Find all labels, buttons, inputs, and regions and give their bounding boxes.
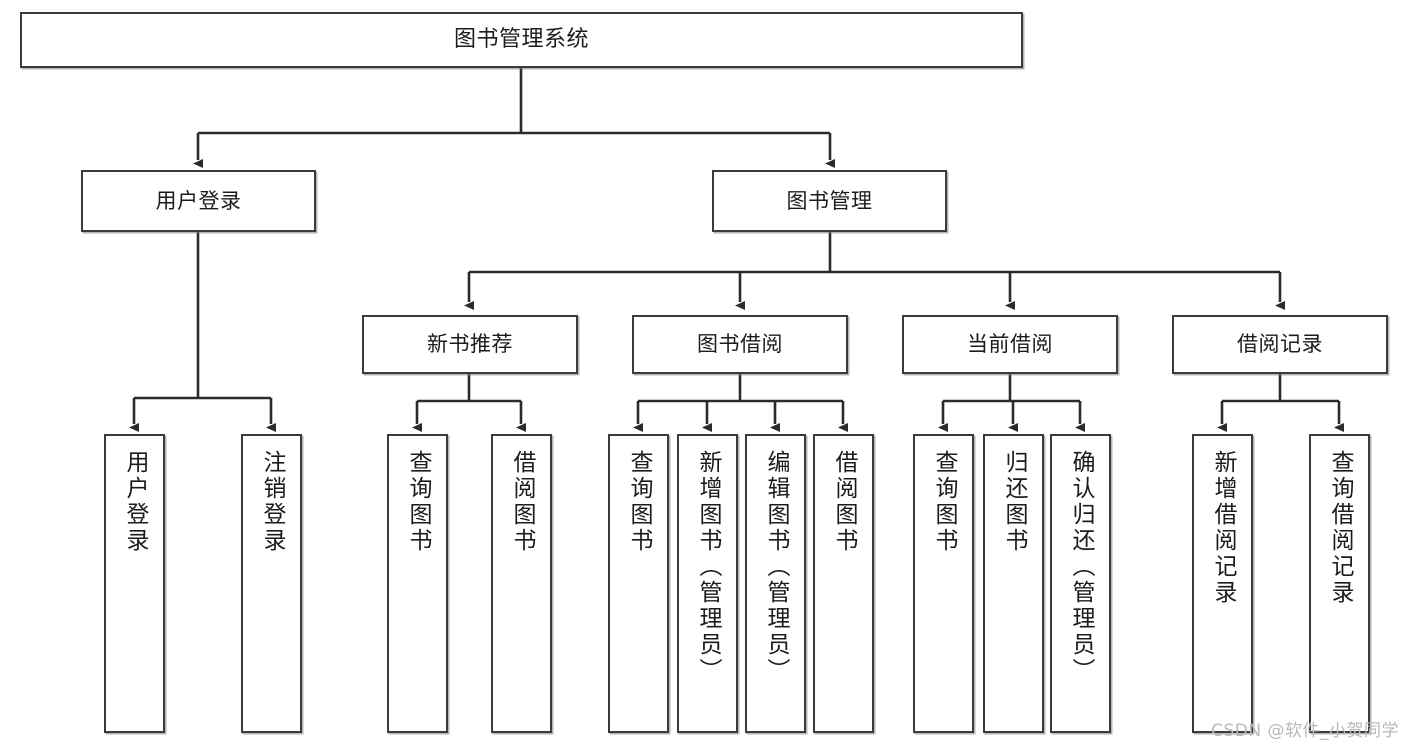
node-label: 借阅图书	[509, 450, 536, 554]
node-label: 归还图书	[1001, 450, 1028, 554]
leaf-borrow-book[interactable]: 借阅图书	[813, 434, 874, 733]
node-label: 图书管理系统	[453, 27, 589, 53]
node-label: 用户登录	[122, 450, 149, 554]
leaf-confirm-return[interactable]: 确认归还（管理员）	[1050, 434, 1111, 733]
node-label: 查询图书	[405, 450, 432, 554]
node-label: 查询借阅记录	[1327, 450, 1354, 606]
watermark: CSDN @软件_小贺同学	[1211, 721, 1399, 741]
leaf-add-borrow-record[interactable]: 新增借阅记录	[1192, 434, 1253, 733]
leaf-edit-book[interactable]: 编辑图书（管理员）	[745, 434, 806, 733]
node-label: 查询图书	[931, 450, 958, 554]
node-root-system[interactable]: 图书管理系统	[20, 12, 1023, 68]
node-label: 借阅记录	[1237, 332, 1323, 357]
leaf-query-book-borrow[interactable]: 查询图书	[608, 434, 669, 733]
node-label: 新书推荐	[427, 332, 513, 357]
leaf-query-book-current[interactable]: 查询图书	[913, 434, 974, 733]
node-label: 借阅图书	[831, 450, 858, 554]
node-book-borrow[interactable]: 图书借阅	[632, 315, 848, 374]
node-label: 图书借阅	[697, 332, 783, 357]
node-label: 新增图书（管理员）	[695, 450, 722, 684]
node-label: 当前借阅	[967, 332, 1053, 357]
node-current-borrow[interactable]: 当前借阅	[902, 315, 1118, 374]
node-new-book-recommend[interactable]: 新书推荐	[362, 315, 578, 374]
node-label: 用户登录	[155, 188, 242, 213]
node-label: 新增借阅记录	[1210, 450, 1237, 606]
node-label: 编辑图书（管理员）	[763, 450, 790, 684]
node-label: 注销登录	[259, 450, 286, 554]
node-label: 确认归还（管理员）	[1068, 450, 1095, 684]
leaf-add-book[interactable]: 新增图书（管理员）	[677, 434, 738, 733]
leaf-borrow-book-recommend[interactable]: 借阅图书	[491, 434, 552, 733]
node-user-login[interactable]: 用户登录	[81, 170, 316, 232]
leaf-logout[interactable]: 注销登录	[241, 434, 302, 733]
node-book-manage[interactable]: 图书管理	[712, 170, 947, 232]
node-label: 查询图书	[626, 450, 653, 554]
leaf-query-book-recommend[interactable]: 查询图书	[387, 434, 448, 733]
leaf-user-login[interactable]: 用户登录	[104, 434, 165, 733]
node-label: 图书管理	[786, 188, 873, 213]
leaf-query-borrow-record[interactable]: 查询借阅记录	[1309, 434, 1370, 733]
node-borrow-record[interactable]: 借阅记录	[1172, 315, 1388, 374]
leaf-return-book[interactable]: 归还图书	[983, 434, 1044, 733]
